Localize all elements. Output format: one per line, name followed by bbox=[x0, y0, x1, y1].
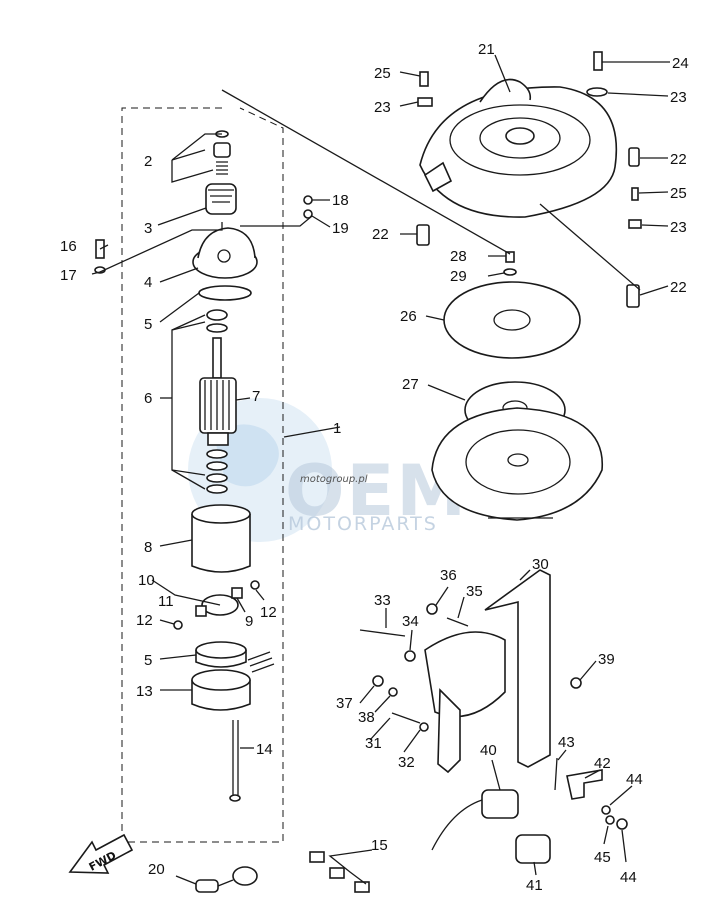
callout-2: 2 bbox=[144, 153, 152, 170]
leader-lines bbox=[91, 54, 670, 885]
callout-14: 14 bbox=[256, 741, 273, 758]
callout-25-right: 25 bbox=[670, 185, 687, 202]
callout-17: 17 bbox=[60, 267, 77, 284]
callout-40: 40 bbox=[480, 742, 497, 759]
callout-28: 28 bbox=[450, 248, 467, 265]
callout-44-bottom: 44 bbox=[620, 869, 637, 886]
callout-19: 19 bbox=[332, 220, 349, 237]
callout-45: 45 bbox=[594, 849, 611, 866]
callout-10: 10 bbox=[138, 572, 155, 589]
callout-34: 34 bbox=[402, 613, 419, 630]
callout-33: 33 bbox=[374, 592, 391, 609]
callout-15: 15 bbox=[371, 837, 388, 854]
callout-5: 5 bbox=[144, 316, 152, 333]
callout-38: 38 bbox=[358, 709, 375, 726]
callout-22-left: 22 bbox=[372, 226, 389, 243]
callout-29: 29 bbox=[450, 268, 467, 285]
fwd-arrow-icon: FWD bbox=[68, 833, 134, 874]
callout-42: 42 bbox=[594, 755, 611, 772]
callout-31: 31 bbox=[365, 735, 382, 752]
flywheel-plates bbox=[431, 251, 603, 521]
callout-39: 39 bbox=[598, 651, 615, 668]
starter-motor-parts bbox=[94, 130, 313, 802]
callout-24: 24 bbox=[672, 55, 689, 72]
callout-12-right: 12 bbox=[260, 604, 277, 621]
callout-23-left: 23 bbox=[374, 99, 391, 116]
callout-37: 37 bbox=[336, 695, 353, 712]
callout-22-bottom: 22 bbox=[670, 279, 687, 296]
callout-35: 35 bbox=[466, 583, 483, 600]
callout-12-left: 12 bbox=[136, 612, 153, 629]
callout-36: 36 bbox=[440, 567, 457, 584]
callout-22-top: 22 bbox=[670, 151, 687, 168]
callout-26: 26 bbox=[400, 308, 417, 325]
callout-6: 6 bbox=[144, 390, 152, 407]
flywheel-cover bbox=[416, 51, 642, 308]
callout-5-lower: 5 bbox=[144, 652, 152, 669]
callout-13: 13 bbox=[136, 683, 153, 700]
starter-assembly-boundary bbox=[121, 107, 284, 843]
callout-1: 1 bbox=[333, 420, 341, 437]
callout-41: 41 bbox=[526, 877, 543, 894]
callout-16: 16 bbox=[60, 238, 77, 255]
callout-23-bottom: 23 bbox=[670, 219, 687, 236]
callout-4: 4 bbox=[144, 274, 152, 291]
callout-8: 8 bbox=[144, 539, 152, 556]
callout-18: 18 bbox=[332, 192, 349, 209]
clips-and-caps bbox=[195, 851, 370, 893]
callout-23-top: 23 bbox=[670, 89, 687, 106]
callout-9: 9 bbox=[245, 613, 253, 630]
callout-11: 11 bbox=[158, 593, 174, 610]
callout-30: 30 bbox=[532, 556, 549, 573]
callout-32: 32 bbox=[398, 754, 415, 771]
callout-44-top: 44 bbox=[626, 771, 643, 788]
base-bracket-parts bbox=[359, 569, 628, 864]
callout-25-left: 25 bbox=[374, 65, 391, 82]
watermark-tiny: motogroup.pl bbox=[300, 474, 368, 485]
callout-3: 3 bbox=[144, 220, 152, 237]
callout-20: 20 bbox=[148, 861, 165, 878]
callout-43: 43 bbox=[558, 734, 575, 751]
callout-27: 27 bbox=[402, 376, 419, 393]
callout-labels: 1 2 3 4 5 6 7 8 9 10 11 12 12 5 13 14 15… bbox=[60, 41, 689, 894]
watermark-sub: MOTORPARTS bbox=[288, 513, 438, 535]
callout-21: 21 bbox=[478, 41, 495, 58]
callout-7: 7 bbox=[252, 388, 260, 405]
